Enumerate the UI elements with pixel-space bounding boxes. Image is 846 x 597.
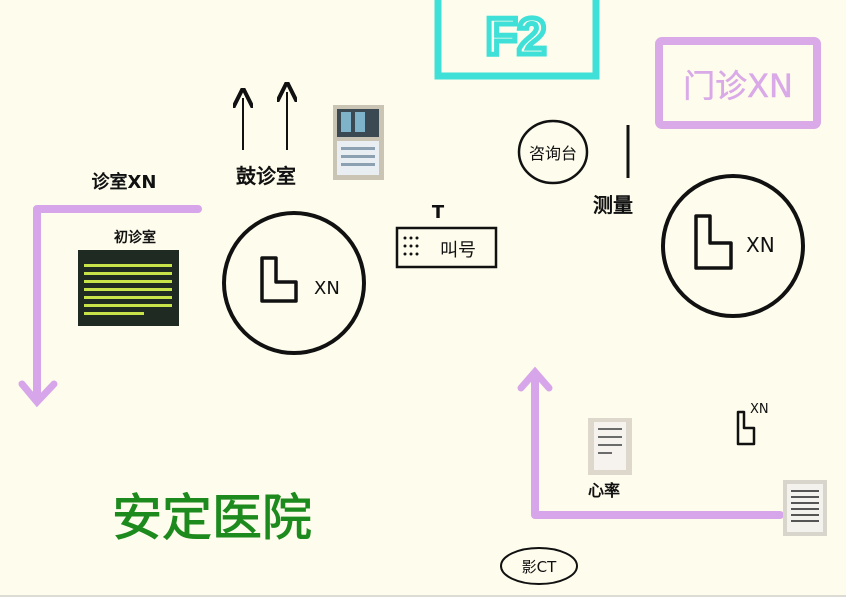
call-box <box>395 226 498 269</box>
wheelchair-icon <box>260 256 298 303</box>
floor-label: F2 <box>486 8 547 66</box>
kiosk-photo <box>333 105 384 180</box>
hospital-name: 安定医院 <box>112 489 312 547</box>
initial-consult-label: 初诊室 <box>114 229 156 246</box>
call-box-header: T <box>432 202 445 223</box>
right-waiting-circle <box>661 174 805 318</box>
right-corridor-arrowhead <box>517 366 553 392</box>
form-photo <box>783 480 827 536</box>
small-wheelchair-badge: XN <box>750 402 769 417</box>
department-sign-text: 门诊XN <box>683 67 793 105</box>
chapter-room-label: 鼓诊室 <box>236 164 296 188</box>
wheelchair-icon-right <box>694 214 733 270</box>
department-sign-box <box>655 37 821 129</box>
nurse-station-label: 咨询台 <box>529 144 577 163</box>
document-photo <box>588 418 632 475</box>
ct-label: 影CT <box>522 558 557 576</box>
led-screen-photo <box>78 250 179 326</box>
waiting-area-circle <box>222 211 366 355</box>
call-box-dots <box>403 236 419 256</box>
heart-rate-label: 心率 <box>588 481 620 500</box>
nurse-station-oval <box>517 119 589 185</box>
left-corridor-arrow <box>33 205 202 404</box>
right-corridor-arrow <box>531 371 784 519</box>
right-waiting-badge: XN <box>746 233 775 257</box>
measure-label: 测量 <box>593 193 633 217</box>
waiting-area-badge: XN <box>314 278 340 299</box>
ct-oval <box>500 547 578 585</box>
wheelchair-icon-small <box>736 410 756 446</box>
left-corridor-arrowhead <box>18 380 58 408</box>
call-box-label: 叫号 <box>440 240 476 261</box>
floor-box <box>434 0 600 80</box>
clinic-room-label: 诊室XN <box>92 171 157 193</box>
